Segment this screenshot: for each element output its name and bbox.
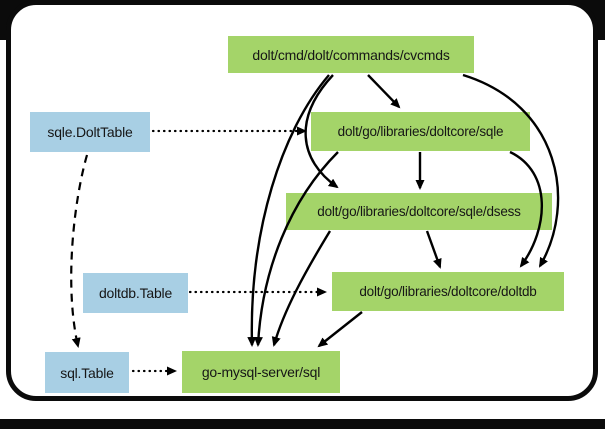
node-cvcmds: dolt/cmd/dolt/commands/cvcmds (228, 36, 474, 73)
node-doltcore-sqle: dolt/go/libraries/doltcore/sqle (311, 112, 530, 151)
node-doltdb-table: doltdb.Table (83, 273, 188, 313)
node-doltcore-doltdb: dolt/go/libraries/doltcore/doltdb (332, 272, 564, 311)
node-sql-table: sql.Table (45, 352, 129, 393)
bottom-crop-bar (0, 419, 605, 429)
node-doltcore-sqle-dsess: dolt/go/libraries/doltcore/sqle/dsess (286, 193, 552, 230)
node-go-mysql-server-sql: go-mysql-server/sql (182, 351, 340, 393)
node-sqle-dolttable: sqle.DoltTable (30, 112, 150, 152)
